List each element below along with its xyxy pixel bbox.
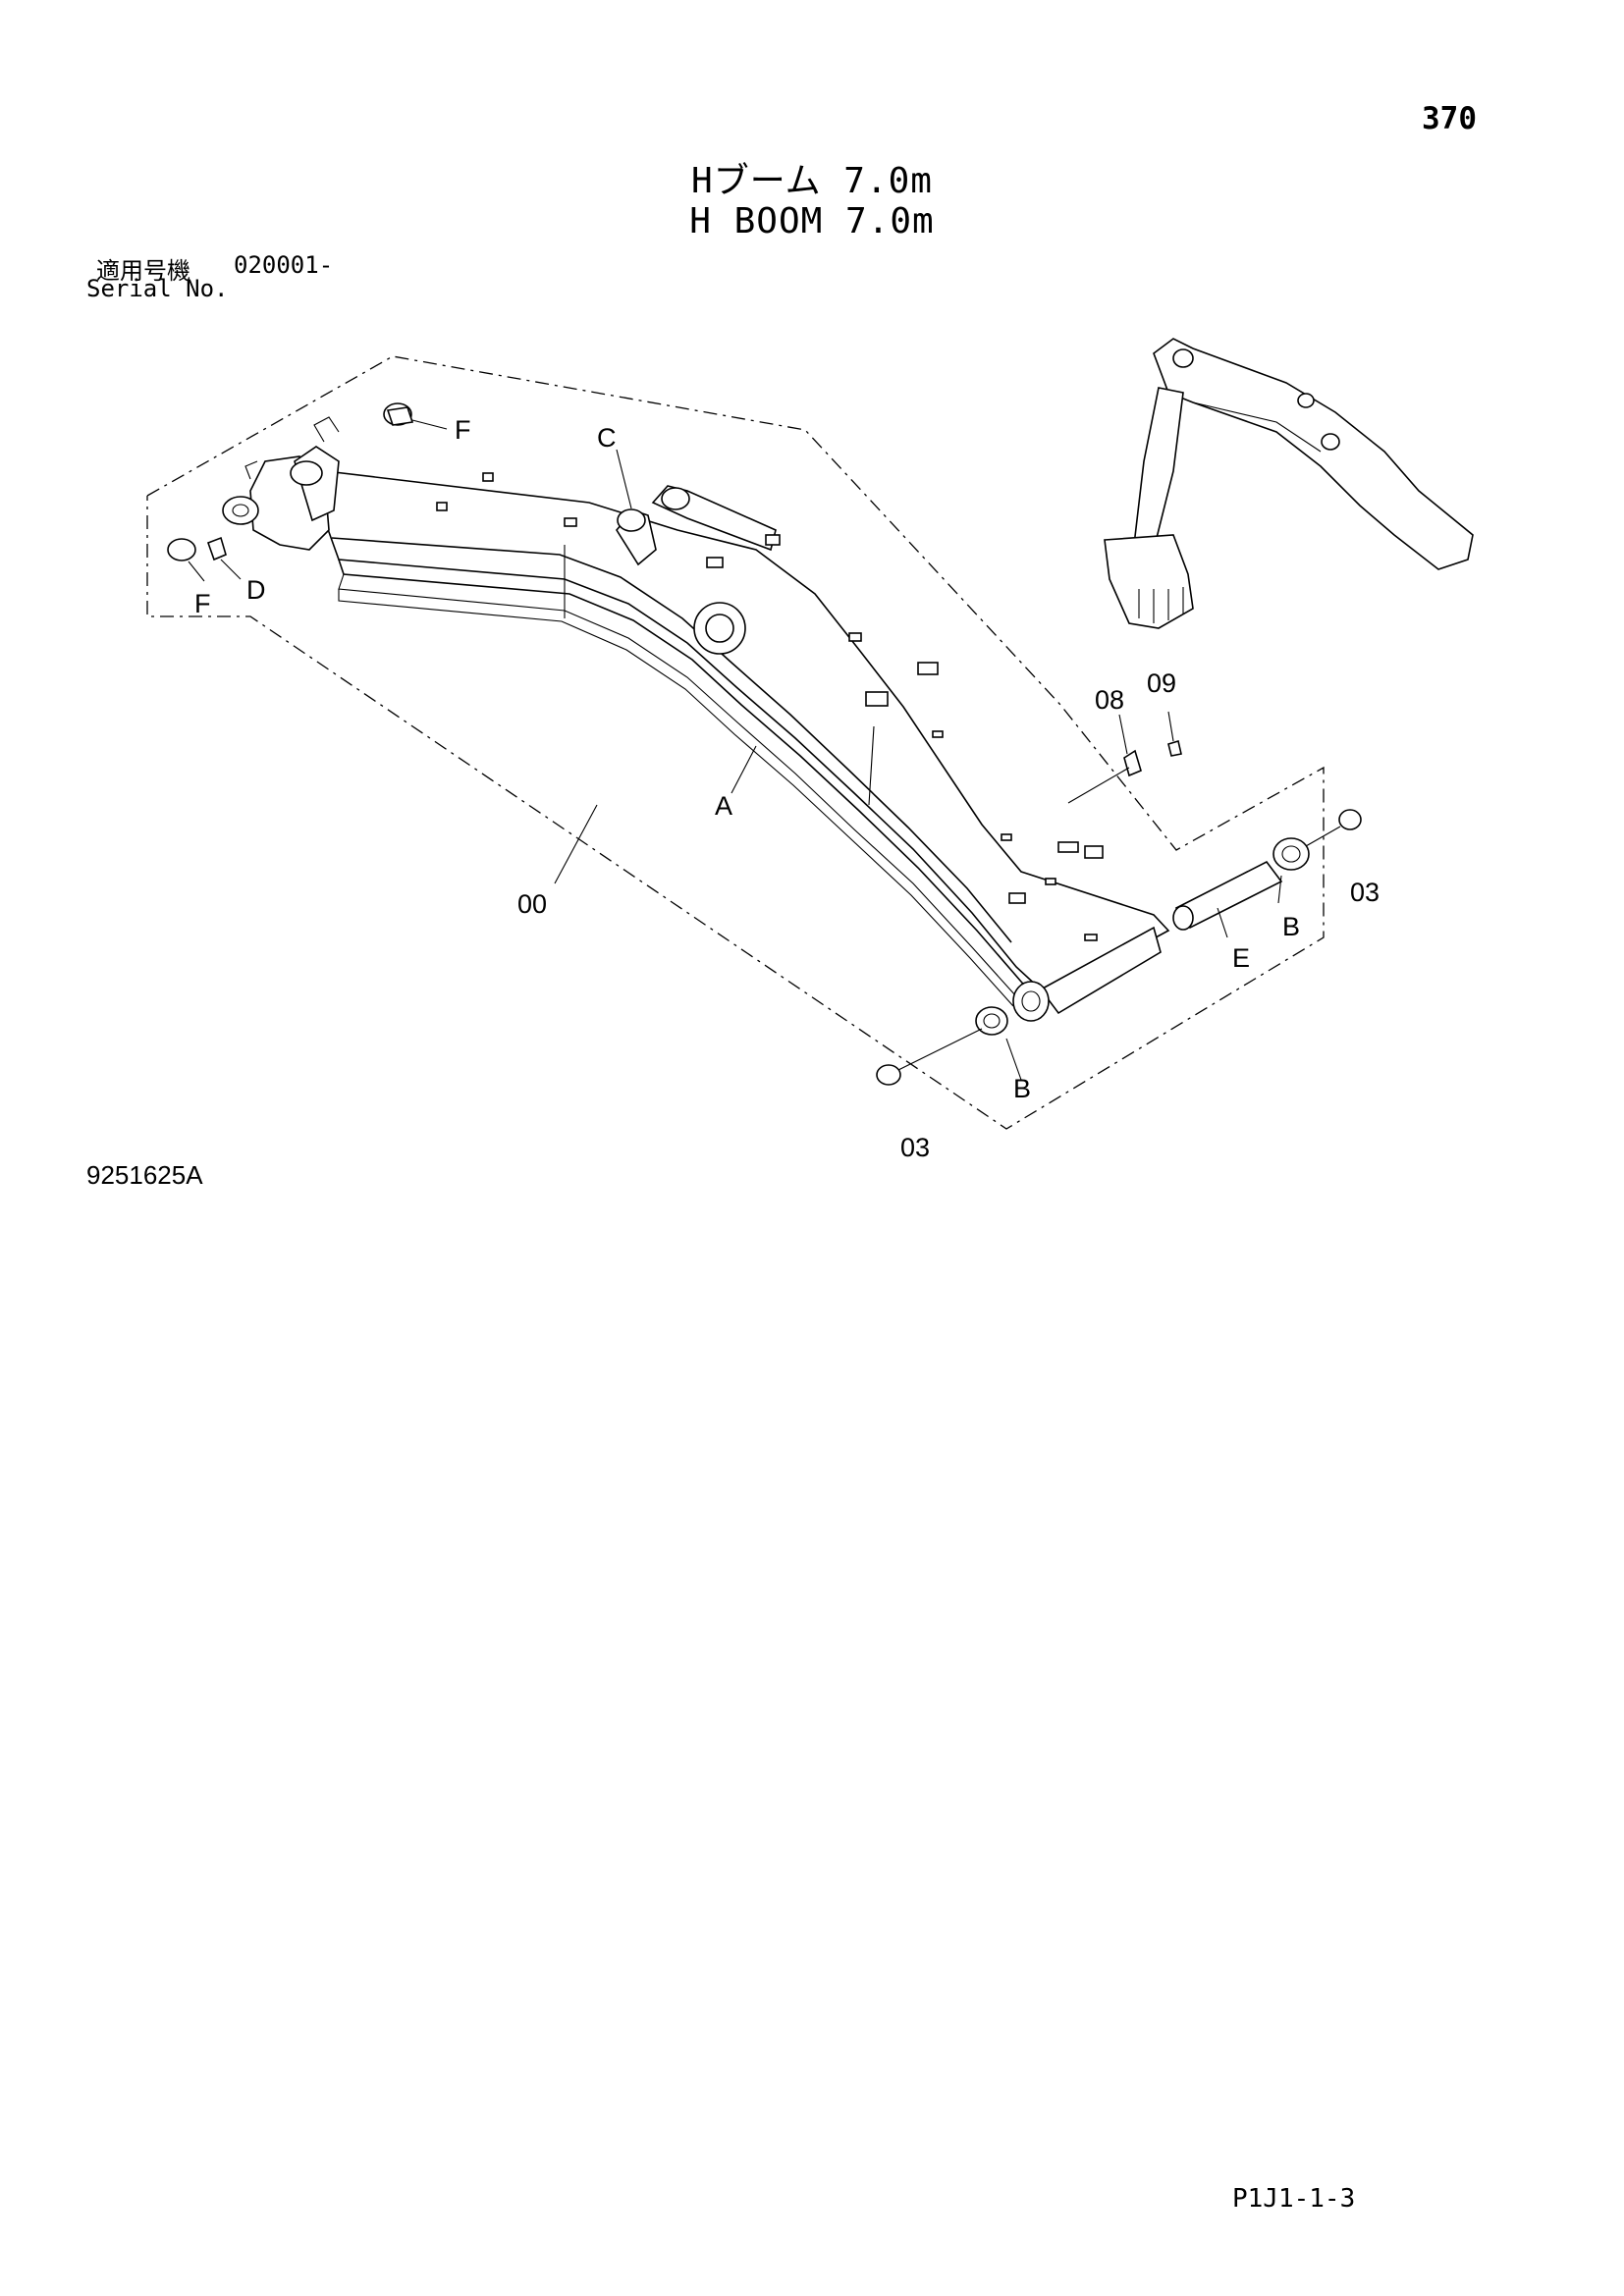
callout-b-bottom: B xyxy=(1013,1074,1031,1103)
page-code: P1J1-1-3 xyxy=(1232,2184,1356,2214)
leader-lines xyxy=(554,449,1282,1081)
callout-b-right: B xyxy=(1282,912,1300,941)
title-english: H BOOM 7.0m xyxy=(689,201,935,241)
callout-09: 09 xyxy=(1147,668,1176,698)
serial-number-value: 020001- xyxy=(234,251,334,279)
callout-d: D xyxy=(246,575,266,605)
callout-08: 08 xyxy=(1095,685,1124,715)
serial-label-english: Serial No. xyxy=(86,275,229,302)
callout-c: C xyxy=(597,423,617,453)
callout-00: 00 xyxy=(517,889,547,919)
boom-body xyxy=(222,416,1170,1022)
callout-f-bottom: F xyxy=(194,589,211,618)
serial-label-japanese: 適用号機 xyxy=(96,257,190,285)
callout-e: E xyxy=(1232,943,1250,973)
nose-pin-assembly xyxy=(876,739,1362,1086)
callout-a: A xyxy=(715,791,732,821)
title-japanese: Hブーム 7.0m xyxy=(691,161,933,201)
callout-f-top: F xyxy=(455,415,471,445)
foot-pins xyxy=(167,402,448,582)
assembly-boundary xyxy=(146,355,1325,1130)
excavator-overview-inset xyxy=(1104,338,1474,629)
callout-03-right: 03 xyxy=(1350,878,1380,907)
drawing-number: 9251625A xyxy=(86,1160,203,1190)
callout-labels: F F D C A 00 08 09 03 B E B 03 xyxy=(194,415,1380,1162)
page-number: 370 xyxy=(1422,101,1477,136)
callout-03-bottom: 03 xyxy=(900,1133,930,1162)
